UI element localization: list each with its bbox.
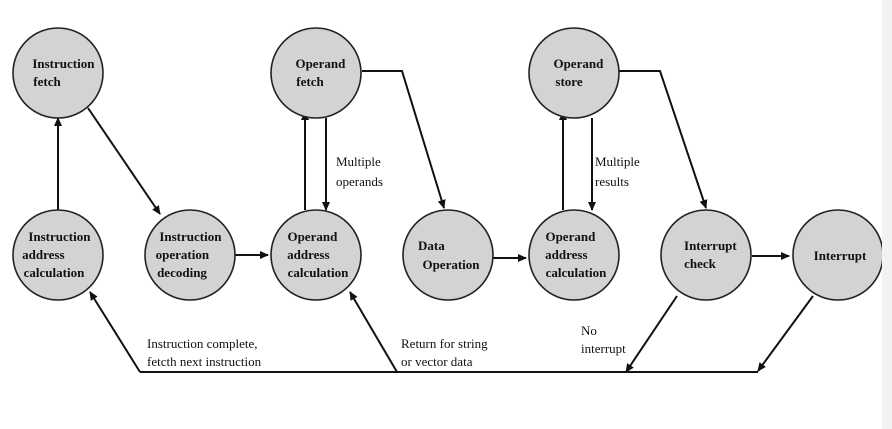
svg-text:Instruction address: Instruction address calculation — [22, 229, 94, 280]
note-line: results — [595, 174, 629, 189]
node-label-line: calculation — [546, 265, 607, 280]
svg-text:Interrupt check: Interrupt check — [684, 238, 740, 271]
note-line: Instruction complete, — [147, 336, 257, 351]
note-line: or vector data — [401, 354, 473, 369]
edge-interrupt-path — [757, 295, 814, 372]
node-circle — [528, 27, 620, 119]
note-multiple-results: Multiple results — [595, 154, 643, 189]
node-operand-address-calculation: Operand address calculation — [528, 209, 620, 301]
svg-text:Interrupt: Interrupt — [814, 248, 867, 263]
node-label-line: operation — [156, 247, 210, 262]
edge-no-interrupt-path — [625, 295, 678, 373]
node-label-line: Instruction — [159, 229, 222, 244]
note-line: fetcth next instruction — [147, 354, 262, 369]
svg-text:Operand fetch: Operand fetch — [295, 56, 348, 89]
node-label-line: Interrupt — [684, 238, 737, 253]
node-data-operation: Data Operation — [402, 209, 494, 301]
node-circle — [270, 209, 362, 301]
node-label-line: store — [555, 74, 582, 89]
node-operand-address-calculation: Operand address calculation — [270, 209, 362, 301]
node-label-line: Operation — [422, 257, 480, 272]
node-label-line: check — [684, 256, 717, 271]
svg-text:Data Operation: Data Operation — [418, 238, 480, 272]
node-label-line: fetch — [296, 74, 324, 89]
node-circle — [144, 209, 236, 301]
note-line: Multiple — [595, 154, 640, 169]
node-label-line: Instruction — [28, 229, 91, 244]
node-interrupt: Interrupt — [792, 209, 884, 301]
note-line: Multiple — [336, 154, 381, 169]
node-label-line: Data — [418, 238, 445, 253]
node-label-line: address — [545, 247, 587, 262]
node-label-line: fetch — [33, 74, 61, 89]
node-operand-store: Operand store — [528, 27, 620, 119]
node-instruction-operation-decoding: Instruction operation decoding — [144, 209, 236, 301]
node-label-line: Operand — [287, 229, 338, 244]
edge-operand-store-to-interrupt-check — [619, 70, 708, 209]
node-label-line: calculation — [288, 265, 349, 280]
svg-text:Operand address ca: Operand address calculation — [287, 229, 349, 280]
node-operand-fetch: Operand fetch — [270, 27, 362, 119]
node-circle — [12, 27, 104, 119]
node-instruction-fetch: Instruction fetch — [12, 27, 104, 119]
edges — [54, 70, 814, 373]
node-instruction-address-calculation: Instruction address calculation — [12, 209, 104, 301]
node-label-line: calculation — [24, 265, 85, 280]
note-multiple-operands: Multiple operands — [336, 154, 384, 189]
node-circle — [402, 209, 494, 301]
svg-text:Instruction operation: Instruction operation decoding — [156, 229, 225, 280]
note-no-interrupt: No interrupt — [581, 323, 626, 356]
svg-text:Operand store: Operand store — [553, 56, 606, 89]
note-instruction-complete: Instruction complete, fetcth next instru… — [147, 336, 262, 369]
svg-text:Operand address ca: Operand address calculation — [545, 229, 607, 280]
right-edge-strip — [882, 0, 892, 429]
node-interrupt-check: Interrupt check — [660, 209, 752, 301]
note-line: interrupt — [581, 341, 626, 356]
edge-operand-fetch-to-data-operation — [362, 70, 446, 209]
note-line: Return for string — [401, 336, 488, 351]
node-label-line: decoding — [157, 265, 207, 280]
node-label-line: address — [287, 247, 329, 262]
note-line: operands — [336, 174, 383, 189]
edge-return-to-instruction-address — [89, 291, 141, 373]
edge-fetch-to-decoding — [87, 107, 161, 215]
node-circle — [660, 209, 752, 301]
note-line: No — [581, 323, 597, 338]
node-label-line: Interrupt — [814, 248, 867, 263]
note-return-for-string: Return for string or vector data — [401, 336, 491, 369]
node-circle — [528, 209, 620, 301]
svg-text:Instruction fetch: Instruction fetch — [32, 56, 97, 89]
edge-return-to-operand-address — [349, 291, 398, 373]
node-circle — [270, 27, 362, 119]
node-label-line: address — [22, 247, 64, 262]
node-label-line: Operand — [553, 56, 604, 71]
node-circle — [12, 209, 104, 301]
node-label-line: Instruction — [32, 56, 95, 71]
node-label-line: Operand — [295, 56, 346, 71]
node-label-line: Operand — [545, 229, 596, 244]
